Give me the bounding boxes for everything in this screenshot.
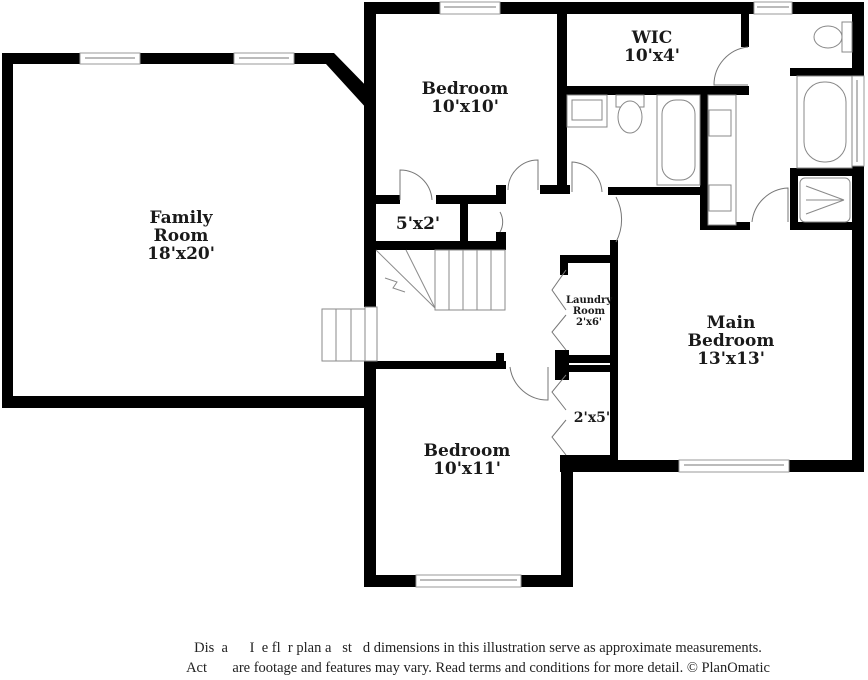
toilet [841, 21, 853, 53]
room-name: Main [706, 313, 756, 333]
room-label-closet-2x5: 2'x5' [574, 411, 610, 426]
window [678, 459, 790, 473]
window [439, 1, 501, 15]
room-name: Bedroom [421, 79, 509, 99]
doors [399, 46, 789, 456]
room-size: 2'x6' [575, 317, 602, 328]
room-label-closet-5x2: 5'x2' [395, 214, 441, 234]
fixtures [566, 21, 853, 226]
room-size: 18'x20' [147, 243, 215, 264]
disclaimer-line-2: Act are footage and features may vary. R… [186, 660, 770, 676]
room-name: WIC [631, 28, 673, 48]
room-size: 13'x13' [697, 348, 765, 369]
room-size: 10'x4' [623, 45, 681, 66]
room-name: Room [572, 306, 606, 317]
disclaimer: Dis a I e fl r plan a st d dimensions in… [118, 638, 838, 678]
room-label-laundry: Laundry Room 2'x6' [566, 295, 612, 328]
window [753, 1, 793, 15]
room-size: 10'x10' [431, 96, 499, 117]
room-size: 10'x11' [433, 458, 501, 479]
room-size: 5'x2' [395, 214, 441, 234]
room-label-bedroom-top: Bedroom 10'x10' [421, 79, 509, 117]
room-name: Bedroom [423, 441, 511, 461]
window [415, 574, 522, 588]
room-size: 2'x5' [573, 410, 611, 426]
room-name: Bedroom [687, 330, 775, 351]
window [851, 75, 865, 167]
room-name: Room [153, 225, 209, 246]
room-label-wic: WIC 10'x4' [623, 28, 681, 66]
room-name: Laundry [565, 295, 613, 306]
room-name: Family [149, 208, 213, 228]
room-label-family-room: Family Room 18'x20' [147, 208, 215, 264]
room-label-main-bedroom: Main Bedroom 13'x13' [687, 313, 775, 369]
room-label-bedroom-bottom: Bedroom 10'x11' [423, 441, 511, 479]
family-room-walls [2, 53, 376, 408]
disclaimer-line-1: Dis a I e fl r plan a st d dimensions in… [194, 640, 762, 656]
staircase [375, 249, 506, 311]
stair-landing [321, 306, 378, 362]
